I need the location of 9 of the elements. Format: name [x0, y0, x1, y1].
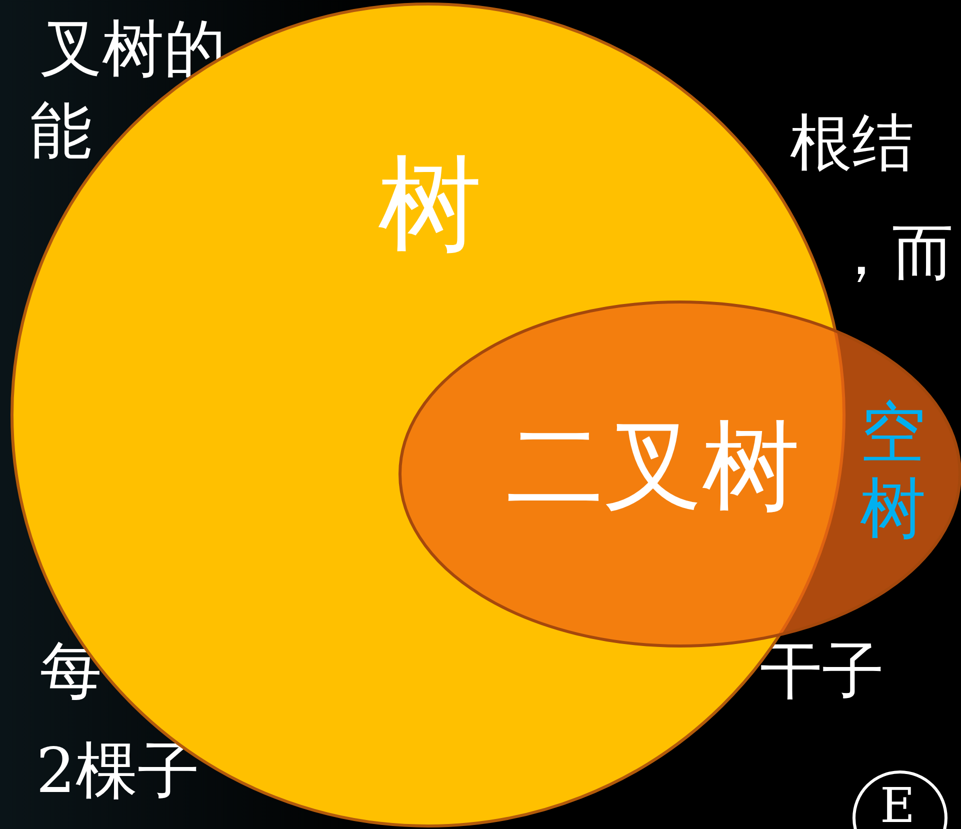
slide-text: ，而	[830, 222, 954, 284]
slide-text: 干子	[760, 640, 884, 702]
set-label: 树	[378, 152, 482, 256]
set-label: E	[880, 782, 916, 829]
slide-text: 根结	[790, 112, 914, 174]
region-label: 空树	[860, 395, 926, 547]
set-label: 二叉树	[506, 418, 800, 516]
slide-text: 每	[40, 640, 102, 702]
slide-text: 能	[30, 100, 92, 162]
